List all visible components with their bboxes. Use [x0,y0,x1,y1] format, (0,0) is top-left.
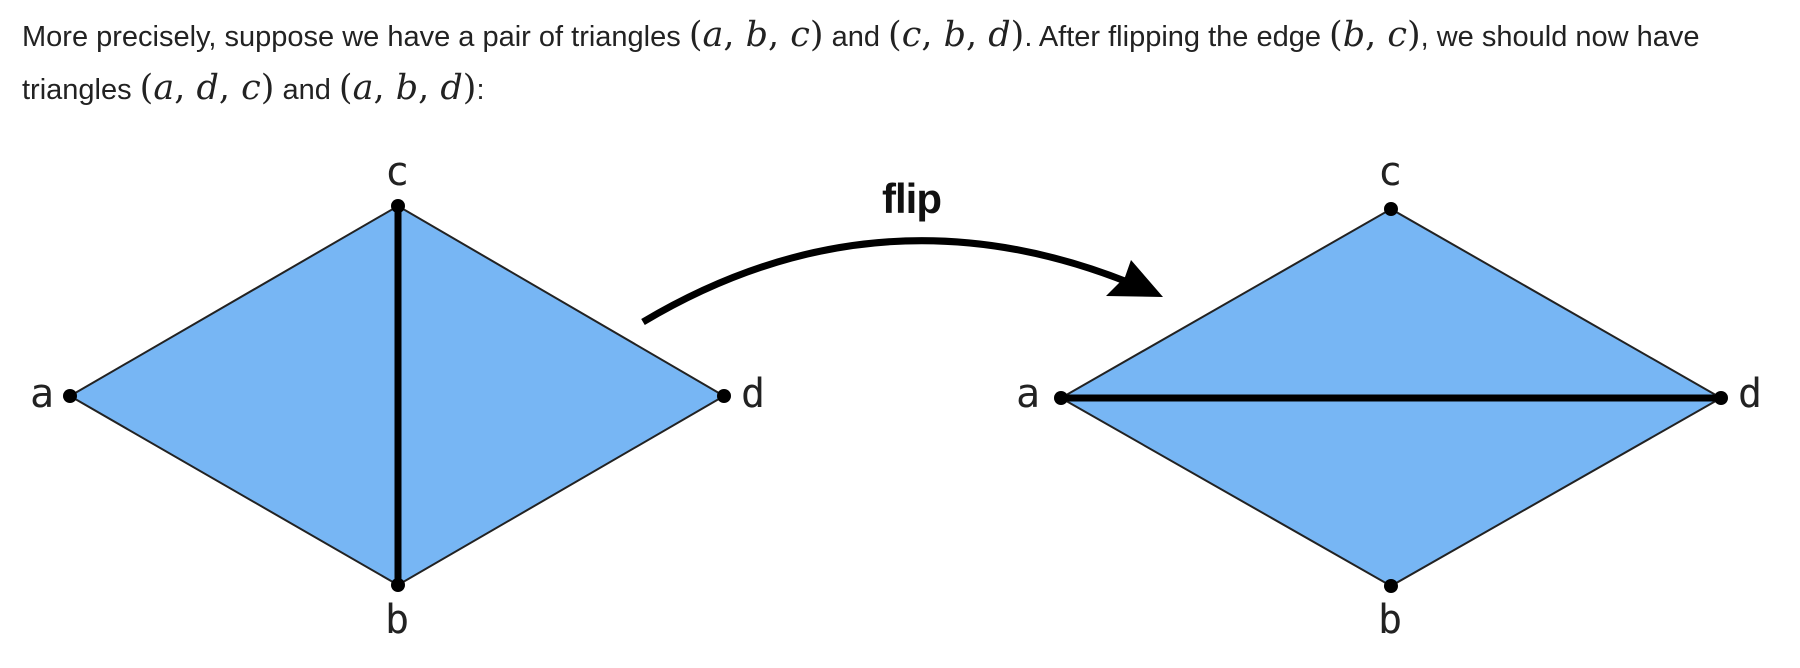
right-label-c: c [1378,149,1402,195]
right-label-a: a [1016,371,1040,417]
right-vertex-d [1714,391,1728,405]
left-vertex-d [717,389,731,403]
left-vertex-c [391,199,405,213]
math-adc: (a, d, c) [139,68,275,108]
math-cbd: (c, b, d) [888,15,1025,55]
right-mesh: a c d b [1016,149,1762,643]
text-run: and [823,21,889,53]
right-vertex-b [1384,579,1398,593]
right-label-b: b [1378,597,1402,643]
right-label-d: d [1738,371,1762,417]
math-abd: (a, b, d) [338,68,477,108]
left-label-a: a [30,371,54,417]
left-label-d: d [741,371,765,417]
flip-arrow: flip [641,175,1163,326]
body-paragraph: More precisely, suppose we have a pair o… [22,10,1782,116]
text-run: : [476,74,485,106]
flip-label: flip [882,175,941,222]
text-run: , we should now have triangles [22,21,1700,106]
left-mesh: a c d b [30,149,765,643]
left-vertex-b [391,578,405,592]
math-bc: (b, c) [1329,15,1421,55]
left-label-b: b [385,597,409,643]
flip-arrow-curve [641,237,1132,326]
right-vertex-c [1384,202,1398,216]
math-abc: (a, b, c) [688,15,824,55]
text-run: and [274,74,339,106]
flip-arrow-head [1106,260,1163,297]
left-vertex-a [63,389,77,403]
left-label-c: c [385,149,409,195]
right-vertex-a [1054,391,1068,405]
text-run: More precisely, suppose we have a pair o… [22,21,689,53]
text-run: . After flipping the edge [1024,21,1330,53]
